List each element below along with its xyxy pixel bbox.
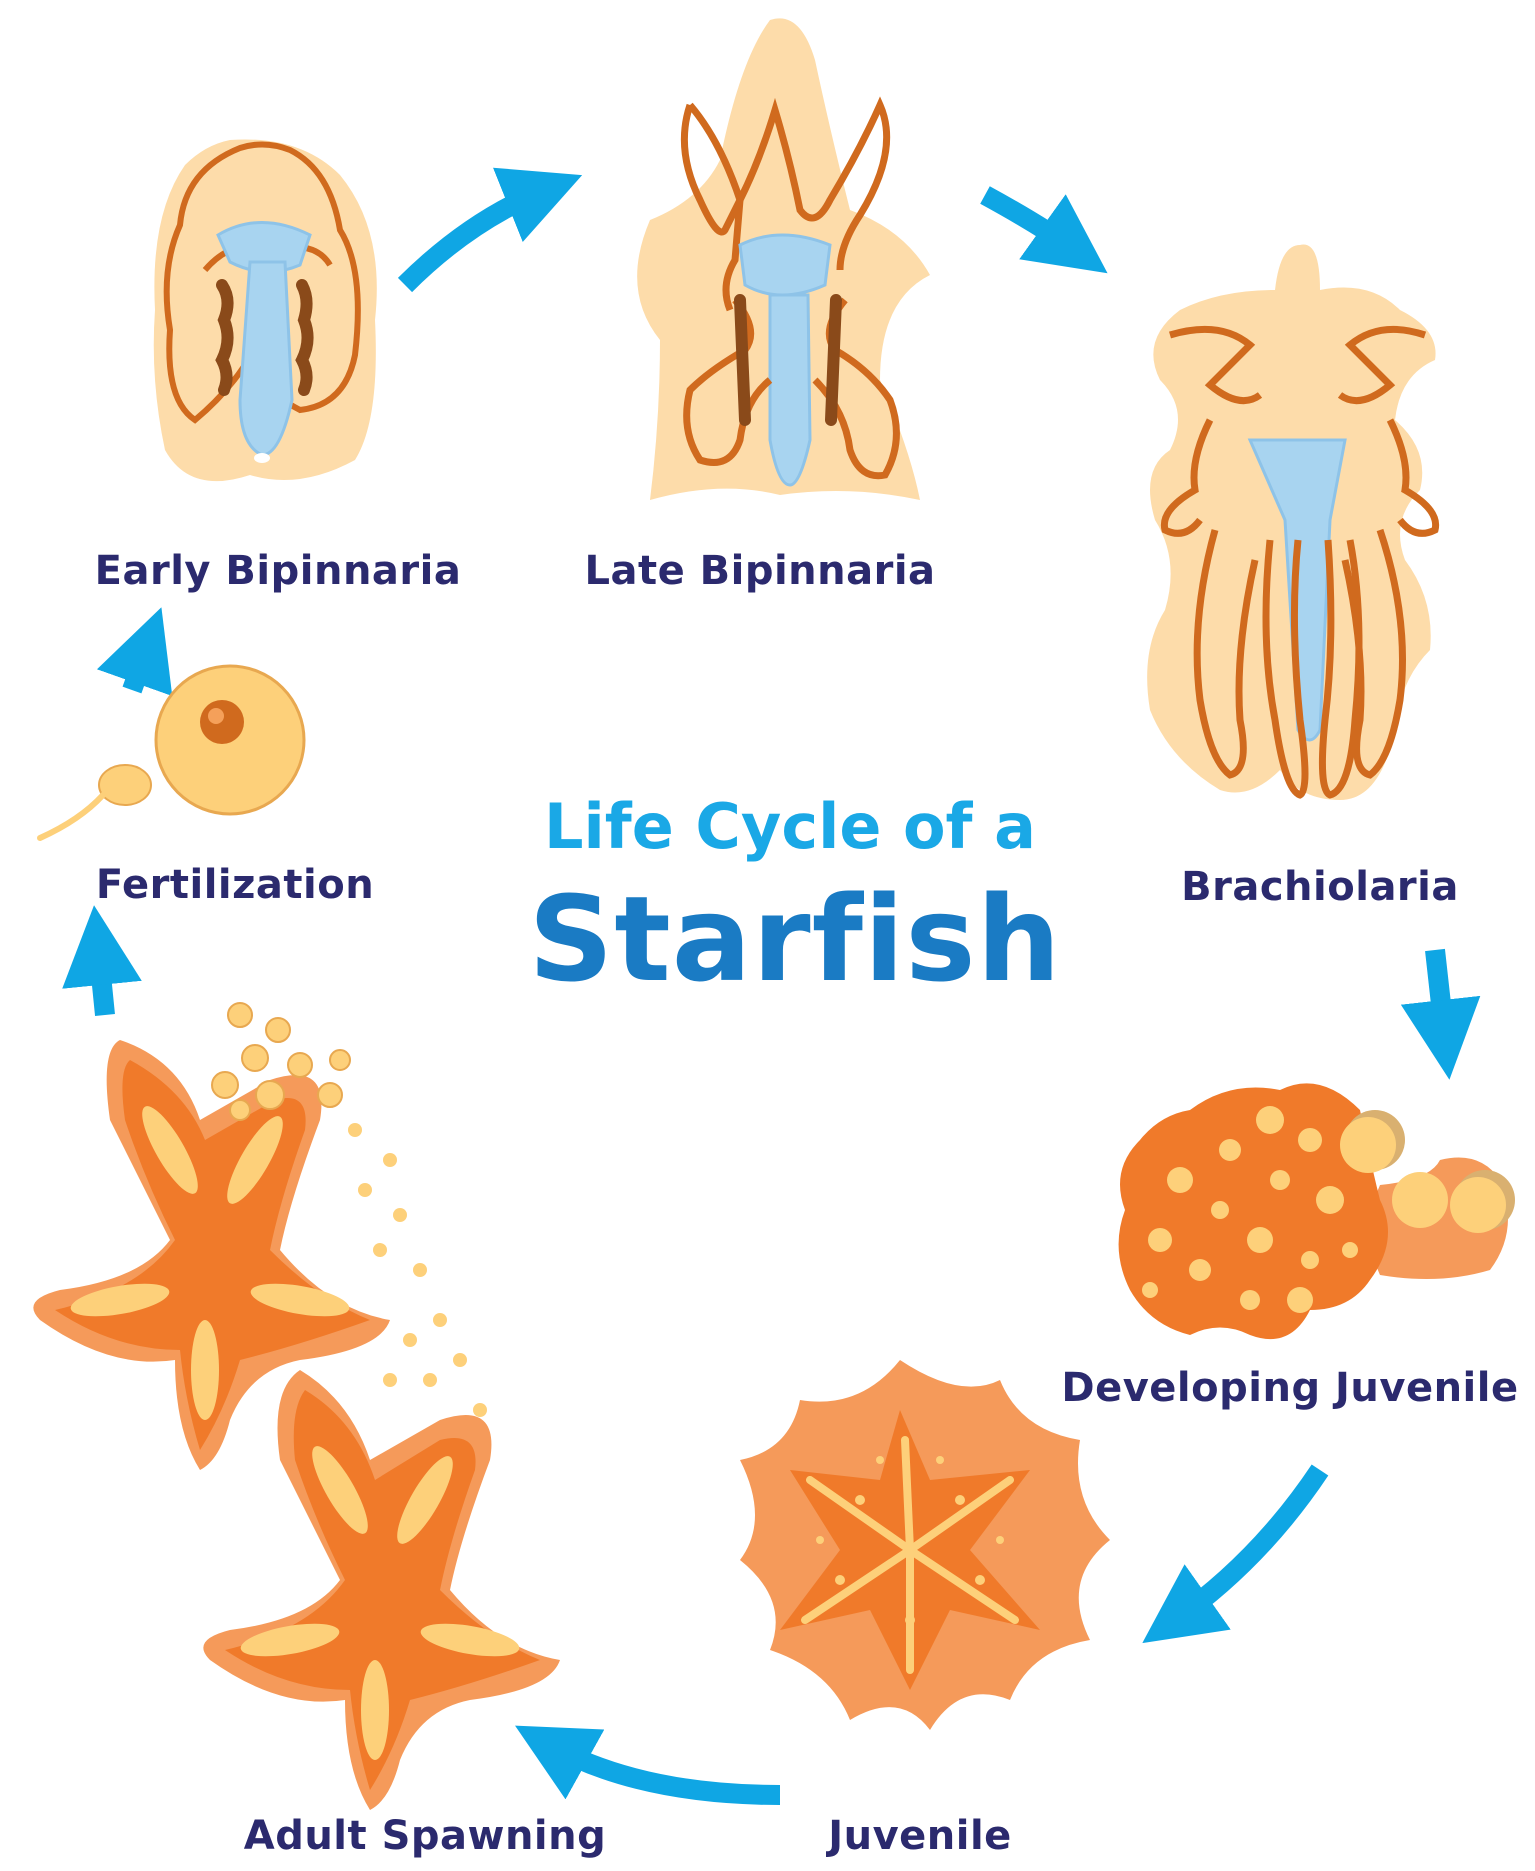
- arrow-brachiolaria-to-developing: [1435, 950, 1445, 1040]
- stage-label-juvenile: Juvenile: [828, 1813, 1012, 1859]
- stage-label-brachiolaria: Brachiolaria: [1181, 864, 1459, 910]
- diagram-title-line2: Starfish: [528, 870, 1061, 1008]
- stage-label-late-bipinnaria: Late Bipinnaria: [584, 548, 935, 594]
- stage-label-fertilization: Fertilization: [96, 862, 374, 908]
- stage-label-developing-juvenile: Developing Juvenile: [1061, 1365, 1518, 1411]
- stage-label-early-bipinnaria: Early Bipinnaria: [95, 548, 462, 594]
- egg-and-sperm-icon: [40, 666, 304, 838]
- released-eggs-icon: [212, 1003, 350, 1120]
- adult-starfish-pair-icon: [33, 1003, 560, 1810]
- juvenile-starfish-icon: [740, 1360, 1110, 1730]
- released-sperm-icon: [348, 1123, 487, 1417]
- early-bipinnaria-larva-icon: [154, 139, 377, 481]
- arrow-fertilization-to-early: [132, 645, 148, 690]
- stage-label-adult-spawning: Adult Spawning: [244, 1813, 607, 1859]
- arrow-juvenile-to-adult: [550, 1745, 780, 1795]
- arrow-developing-to-juvenile: [1175, 1470, 1320, 1620]
- brachiolaria-larva-icon: [1147, 245, 1435, 800]
- arrow-late-to-brachiolaria: [985, 195, 1075, 250]
- diagram-title-line1: Life Cycle of a: [544, 790, 1036, 863]
- arrow-adult-to-fertilization: [98, 945, 105, 1015]
- late-bipinnaria-larva-icon: [637, 18, 930, 500]
- developing-juvenile-icon: [1119, 1083, 1515, 1339]
- arrow-early-to-late: [405, 190, 545, 285]
